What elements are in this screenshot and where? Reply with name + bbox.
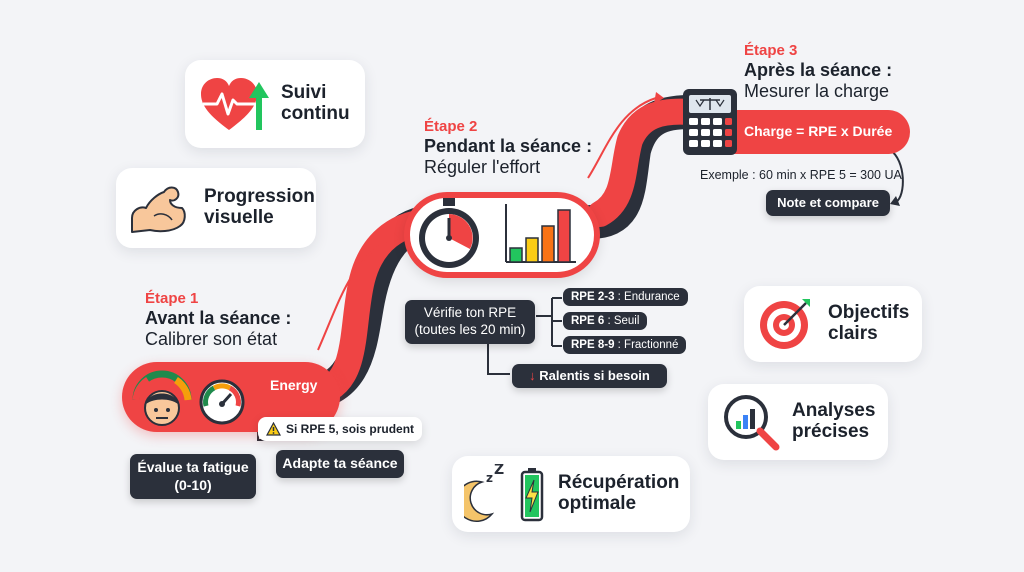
- rpe-intervals-value: RPE 8-9: [571, 339, 615, 351]
- rpe-threshold-value: RPE 6: [571, 315, 605, 327]
- rpe-endurance-value: RPE 2-3: [571, 291, 615, 303]
- rpe-endurance: RPE 2-3 : Endurance: [563, 288, 688, 306]
- step1-band-label: Energy: [270, 377, 318, 393]
- step1-label: Étape 1: [145, 290, 199, 307]
- step3-title-main: Après la séance :: [744, 60, 893, 80]
- benefit-label-recuperation: Récupération optimale: [558, 472, 680, 514]
- step3-label: Étape 3: [744, 42, 798, 59]
- benefit-card-objectifs: Objectifs clairs: [744, 286, 922, 362]
- sleep-battery-icon: z Z: [464, 464, 544, 522]
- rpe-intervals: RPE 8-9 : Fractionné: [563, 336, 687, 354]
- step2-label: Étape 2: [424, 118, 478, 135]
- rpe-endurance-desc: : Endurance: [614, 291, 680, 303]
- step1-subtitle: Calibrer son état: [145, 328, 278, 349]
- benefit-label-analyses: Analyses précises: [792, 400, 876, 442]
- step3-title: Après la séance : Mesurer la charge: [744, 60, 892, 101]
- benefit-label-suivi: Suivi continu: [281, 82, 350, 124]
- benefit-card-analyses: Analyses précises: [708, 384, 888, 460]
- benefit-card-recuperation: z Z Récupération optimale: [452, 456, 690, 532]
- face-icon: [132, 370, 192, 426]
- adapt-session-box: Adapte ta séance: [276, 450, 404, 478]
- warning-text: Si RPE 5, sois prudent: [286, 422, 415, 436]
- check-rpe-box: Vérifie ton RPE (toutes les 20 min): [405, 300, 535, 344]
- calculator-icon: [683, 89, 737, 155]
- step1-title: Avant la séance : Calibrer son état: [145, 308, 291, 349]
- warning-pill: Si RPE 5, sois prudent: [258, 417, 423, 441]
- step2-subtitle: Réguler l'effort: [424, 156, 541, 177]
- benefit-label-objectifs: Objectifs clairs: [828, 302, 910, 344]
- gauge-icon: [199, 379, 245, 425]
- down-arrow-icon: ↓: [529, 368, 536, 383]
- note-compare-box: Note et compare: [766, 190, 890, 217]
- rpe-threshold: RPE 6 : Seuil: [563, 312, 648, 330]
- step3-example: Exemple : 60 min x RPE 5 = 300 UA: [700, 168, 902, 182]
- benefit-label-progression: Progression visuelle: [204, 186, 315, 228]
- rising-bars-icon: [505, 204, 576, 263]
- stopwatch-icon: [419, 198, 479, 268]
- slow-down-box: ↓ Ralentis si besoin: [512, 364, 667, 389]
- step3-subtitle: Mesurer la charge: [744, 80, 890, 101]
- step1-title-main: Avant la séance :: [145, 308, 292, 328]
- evaluate-fatigue-box: Évalue ta fatigue (0-10): [130, 454, 256, 499]
- svg-text:z: z: [486, 471, 493, 485]
- benefit-card-progression: Progression visuelle: [116, 168, 316, 248]
- step2-title: Pendant la séance : Réguler l'effort: [424, 136, 592, 177]
- step2-title-main: Pendant la séance :: [424, 136, 593, 156]
- target-icon: [760, 299, 810, 349]
- benefit-card-suivi: Suivi continu: [185, 60, 365, 148]
- heart-rate-icon: [201, 78, 269, 130]
- magnifier-chart-icon: [724, 395, 780, 451]
- warning-icon: [266, 422, 281, 436]
- flexed-biceps-icon: [131, 186, 186, 233]
- svg-text:Z: Z: [494, 464, 504, 478]
- step3-formula: Charge = RPE x Durée: [744, 123, 893, 139]
- rpe-intervals-desc: : Fractionné: [614, 339, 679, 351]
- rpe-threshold-desc: : Seuil: [604, 315, 640, 327]
- slow-down-text: Ralentis si besoin: [539, 368, 650, 383]
